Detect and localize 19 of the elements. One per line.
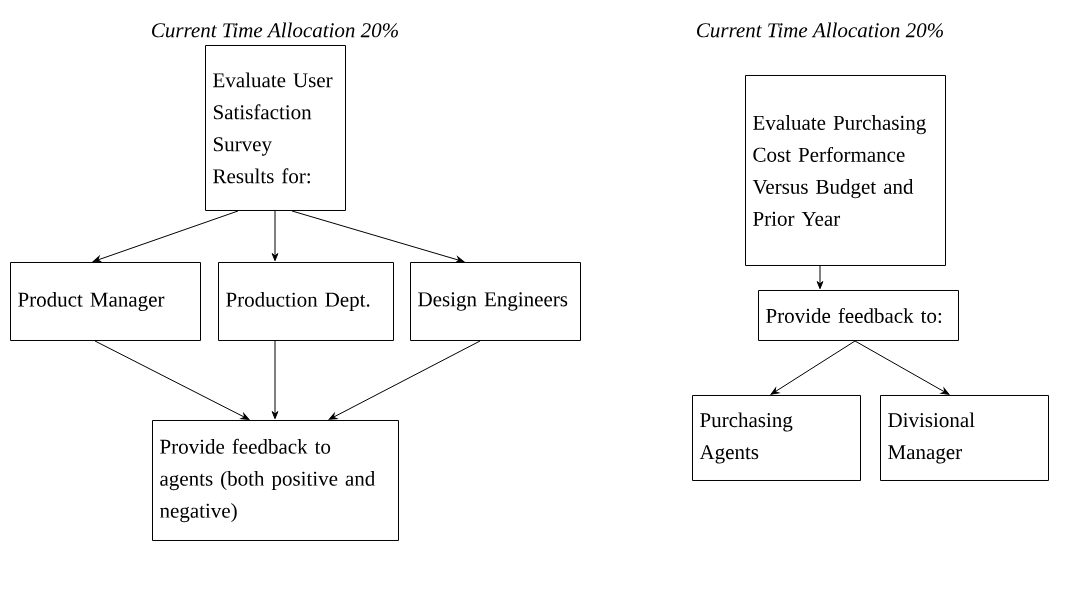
process-box: Provide feedback to agents (both positive and negative) — [152, 420, 399, 541]
arrow — [271, 340, 279, 420]
arrow — [92, 210, 239, 263]
process-box: Provide feedback to: — [758, 290, 959, 341]
process-box: Design Engineers — [410, 262, 581, 341]
arrow — [291, 210, 465, 263]
arrow — [854, 340, 950, 395]
arrow — [94, 340, 250, 420]
process-box: Purchasing Agents — [692, 395, 861, 481]
arrow — [770, 340, 856, 395]
process-box: Divisional Manager — [880, 395, 1049, 481]
process-box: Evaluate Purchasing Cost Performance Versus Budget and Prior Year — [745, 75, 946, 266]
arrow — [816, 265, 824, 290]
process-box: Product Manager — [10, 262, 201, 341]
process-box: Production Dept. — [218, 262, 394, 341]
process-box: Evaluate User Satisfaction Survey Results for: — [205, 45, 346, 211]
heading: Current Time Allocation 20% — [697, 22, 943, 38]
arrow — [271, 210, 279, 262]
arrow — [328, 340, 481, 420]
